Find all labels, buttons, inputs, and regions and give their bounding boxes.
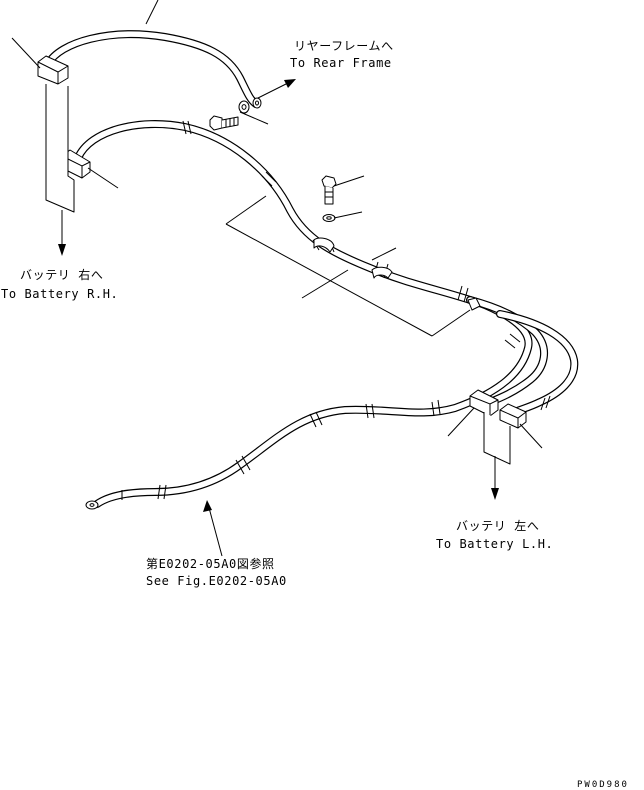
washer-vertical	[322, 214, 336, 222]
battery-rh-label-jp: バッテリ 右へ	[20, 267, 103, 282]
battery-lh-label-en: To Battery L.H.	[436, 537, 553, 551]
arrow-to-rear-frame	[257, 79, 296, 99]
ring-terminal-rear-frame	[252, 97, 262, 109]
tag-battery-rh	[45, 84, 75, 256]
cable-main-harness	[74, 120, 533, 508]
connector-battery-lh-1	[469, 389, 499, 417]
drawing-code: PW0D980	[577, 780, 629, 790]
arrow-to-reference	[203, 500, 212, 512]
clamp-mid	[313, 237, 481, 311]
tag-battery-lh	[483, 412, 511, 500]
rear-frame-label-en: To Rear Frame	[290, 56, 392, 70]
leader-lines	[11, 0, 543, 557]
ring-terminal-left	[85, 500, 99, 510]
rear-frame-label-jp: リヤーフレームへ	[294, 39, 394, 53]
connector-battery-rh-lower	[61, 149, 91, 179]
battery-lh-label-jp: バッテリ 左へ	[456, 518, 539, 533]
cable-upper-rear-frame	[44, 30, 260, 108]
reference-label-jp: 第E0202-05A0図参照	[146, 556, 275, 571]
cable-branch-outer	[496, 310, 579, 418]
connector-battery-rh-upper	[37, 55, 69, 85]
washer-upper	[238, 100, 250, 114]
reference-label-en: See Fig.E0202-05A0	[146, 574, 287, 588]
battery-rh-label-en: To Battery R.H.	[1, 287, 118, 301]
bolt-upper	[209, 115, 239, 131]
cable-bands	[121, 120, 551, 500]
bolt-vertical	[321, 175, 337, 205]
connector-battery-lh-2	[499, 403, 527, 429]
